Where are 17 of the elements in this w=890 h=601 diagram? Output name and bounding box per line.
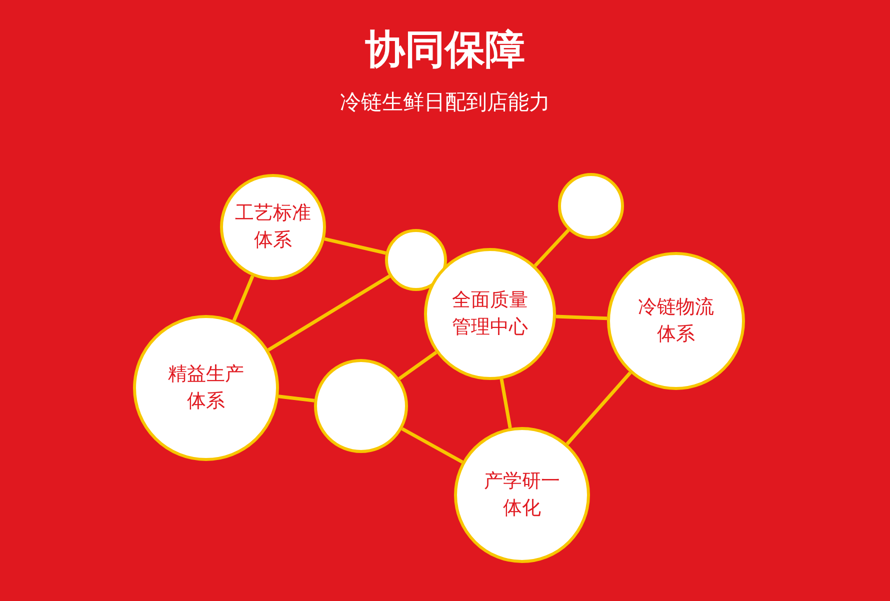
topic-circle: 全面质量管理中心 [424,248,556,380]
connector-line [278,394,315,402]
connector-line [267,274,390,352]
connector-line [401,427,464,464]
connector-line [534,228,570,267]
subtitle: 冷链生鲜日配到店能力 [340,90,550,114]
topic-circle: 工艺标准体系 [220,174,326,280]
topic-circle: 冷链物流体系 [607,252,745,390]
connector-line [556,314,608,320]
connector-line [500,378,512,428]
connector-line [232,275,254,322]
connector-line [398,350,438,380]
topic-circle: 精益生产体系 [133,315,279,461]
connector-line [566,372,632,446]
title: 协同保障 [365,27,525,73]
topic-circle: 产学研一体化 [454,427,590,563]
connector-line [324,237,386,255]
